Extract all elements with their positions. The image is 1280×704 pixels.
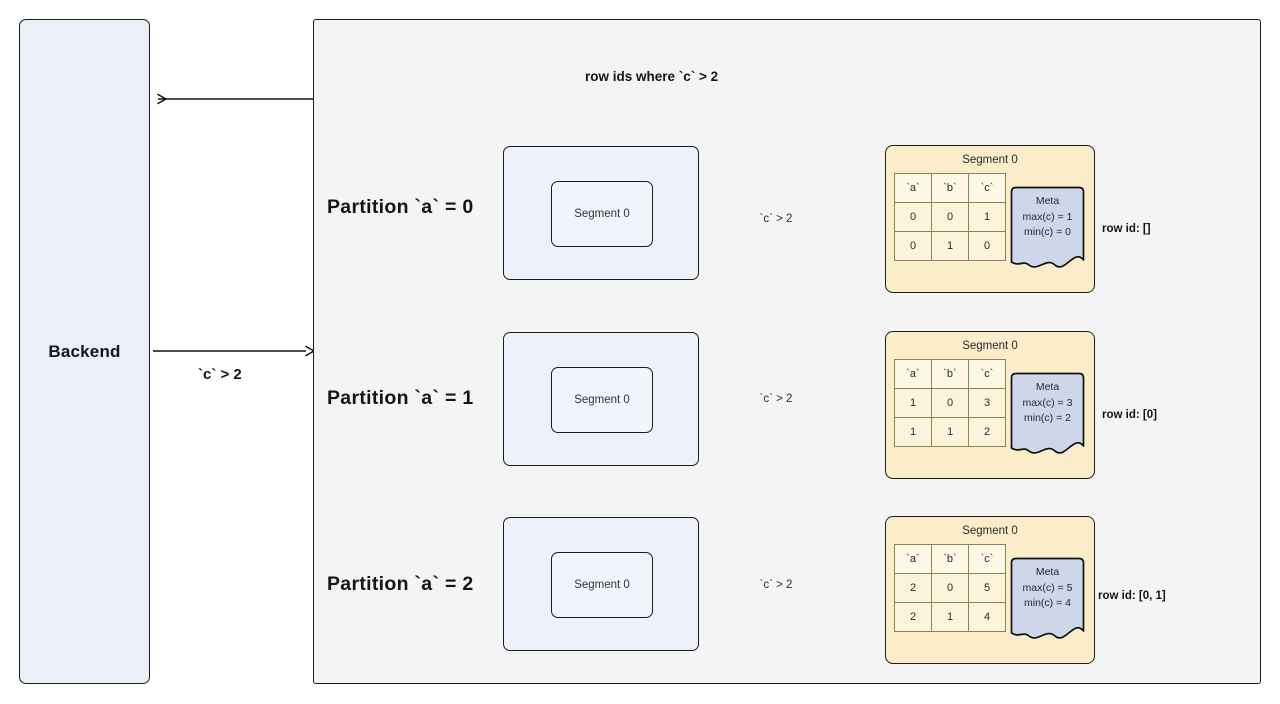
column-header: `a`	[894, 173, 932, 203]
meta-document-icon-0	[1010, 186, 1085, 268]
filter-arrow-label-1: `c` > 2	[759, 393, 793, 405]
segment-box-label-2: Segment 0	[551, 552, 653, 618]
filter-arrow-label-0: `c` > 2	[759, 213, 793, 225]
filter-arrow-2: `c` > 2	[724, 546, 860, 624]
row-id-label-0: row id: []	[1102, 223, 1151, 235]
table-cell: 1	[931, 231, 969, 261]
response-edge-label: row ids where `c` > 2	[585, 69, 719, 84]
table-cell: 4	[968, 602, 1006, 632]
column-header: `b`	[931, 359, 969, 389]
table-cell: 0	[894, 202, 932, 232]
table-cell: 1	[931, 417, 969, 447]
segment-card-title-1: Segment 0	[962, 340, 1018, 352]
segment-table-1: `a` `b` `c` 1 0 3 1 1 2	[894, 359, 1006, 447]
table-cell: 0	[894, 231, 932, 261]
table-row: 1 0 3	[894, 388, 1006, 418]
table-row: 0 0 1	[894, 202, 1006, 232]
partition-title-0: Partition `a` = 0	[327, 196, 474, 218]
row-id-label-1: row id: [0]	[1102, 409, 1157, 421]
table-cell: 0	[931, 573, 969, 603]
partition-segment-box-0[interactable]: Segment 0	[503, 146, 699, 280]
segment-card-2[interactable]: Segment 0 `a` `b` `c` 2 0 5 2 1 4 Meta m…	[885, 516, 1095, 664]
segment-box-label-1: Segment 0	[551, 367, 653, 433]
partition-title-1: Partition `a` = 1	[327, 387, 474, 409]
filter-arrow-0: `c` > 2	[724, 180, 860, 258]
table-cell: 0	[968, 231, 1006, 261]
segment-card-title-2: Segment 0	[962, 525, 1018, 537]
table-cell: 0	[931, 388, 969, 418]
column-header: `b`	[931, 544, 969, 574]
meta-document-icon-2	[1010, 557, 1085, 639]
segment-box-label-0: Segment 0	[551, 181, 653, 247]
storage-engine-panel	[313, 19, 1261, 684]
table-cell: 1	[931, 602, 969, 632]
segment-card-title-0: Segment 0	[962, 154, 1018, 166]
table-cell: 3	[968, 388, 1006, 418]
segment-card-0[interactable]: Segment 0 `a` `b` `c` 0 0 1 0 1 0 Meta m…	[885, 145, 1095, 293]
table-row: 2 1 4	[894, 602, 1006, 632]
backend-node[interactable]: Backend	[19, 19, 150, 684]
row-id-label-2: row id: [0, 1]	[1098, 590, 1166, 602]
column-header: `c`	[968, 544, 1006, 574]
segment-table-0: `a` `b` `c` 0 0 1 0 1 0	[894, 173, 1006, 261]
table-cell: 1	[894, 417, 932, 447]
table-cell: 1	[968, 202, 1006, 232]
table-row: 0 1 0	[894, 231, 1006, 261]
table-row: 2 0 5	[894, 573, 1006, 603]
meta-document-icon-1	[1010, 372, 1085, 454]
table-cell: 5	[968, 573, 1006, 603]
request-edge-label: `c` > 2	[198, 366, 242, 383]
table-header-row: `a` `b` `c`	[894, 544, 1006, 574]
backend-label: Backend	[48, 341, 121, 361]
table-cell: 1	[894, 388, 932, 418]
table-header-row: `a` `b` `c`	[894, 359, 1006, 389]
segment-table-2: `a` `b` `c` 2 0 5 2 1 4	[894, 544, 1006, 632]
column-header: `c`	[968, 173, 1006, 203]
column-header: `a`	[894, 544, 932, 574]
table-cell: 2	[968, 417, 1006, 447]
partition-title-2: Partition `a` = 2	[327, 573, 474, 595]
filter-arrow-label-2: `c` > 2	[759, 579, 793, 591]
table-row: 1 1 2	[894, 417, 1006, 447]
column-header: `c`	[968, 359, 1006, 389]
table-header-row: `a` `b` `c`	[894, 173, 1006, 203]
partition-segment-box-2[interactable]: Segment 0	[503, 517, 699, 651]
table-cell: 0	[931, 202, 969, 232]
partition-segment-box-1[interactable]: Segment 0	[503, 332, 699, 466]
filter-arrow-1: `c` > 2	[724, 360, 860, 438]
table-cell: 2	[894, 573, 932, 603]
table-cell: 2	[894, 602, 932, 632]
segment-card-1[interactable]: Segment 0 `a` `b` `c` 1 0 3 1 1 2 Meta m…	[885, 331, 1095, 479]
column-header: `a`	[894, 359, 932, 389]
column-header: `b`	[931, 173, 969, 203]
